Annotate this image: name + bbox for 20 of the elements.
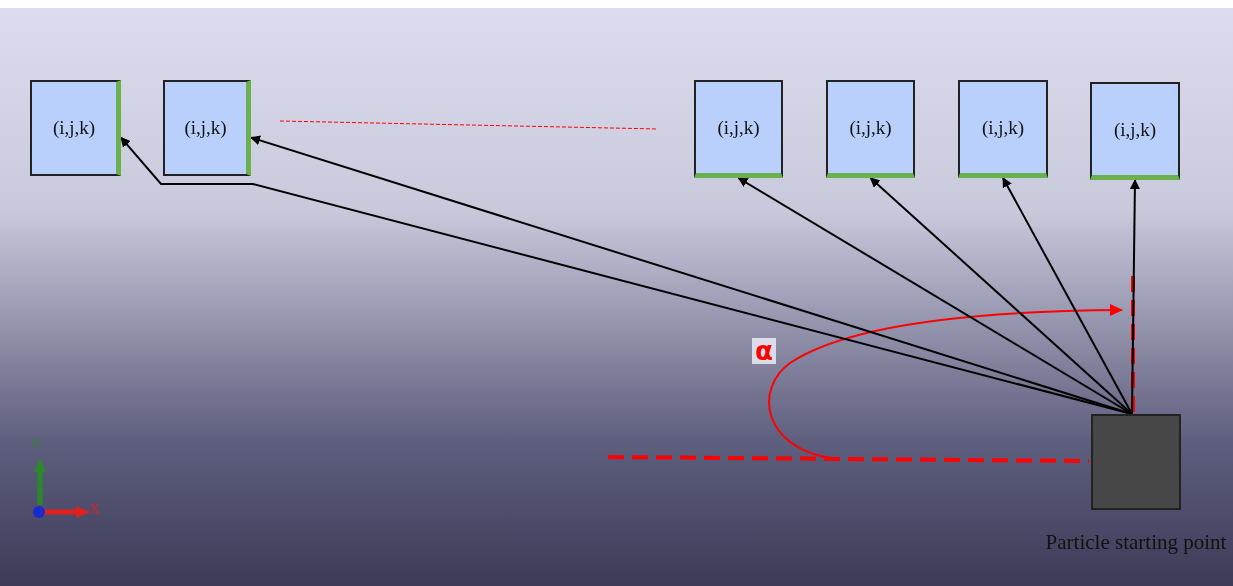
cell-box bbox=[30, 80, 121, 176]
axis-label: X bbox=[90, 502, 101, 518]
cell-box bbox=[694, 80, 783, 178]
cell-box bbox=[958, 80, 1048, 178]
arrow bbox=[869, 177, 1133, 415]
angle-symbol: α bbox=[752, 338, 776, 364]
node-label: Particle starting point bbox=[1044, 530, 1228, 555]
cell-label: (i,j,k) bbox=[52, 117, 96, 139]
starting-point-box bbox=[1091, 414, 1181, 510]
arrow bbox=[1002, 177, 1133, 415]
cell-label: (i,j,k) bbox=[717, 116, 760, 139]
cell-label: (i,j,k) bbox=[1113, 118, 1157, 141]
cell-label: (i,j,k) bbox=[184, 117, 227, 139]
cell-box bbox=[163, 80, 251, 176]
cell-label: (i,j,k) bbox=[849, 116, 892, 139]
cell-box bbox=[1090, 82, 1180, 180]
arrow bbox=[1129, 179, 1140, 415]
cell-label: (i,j,k) bbox=[981, 116, 1025, 139]
cell-box bbox=[826, 80, 915, 178]
axis-label: Y bbox=[31, 436, 42, 452]
